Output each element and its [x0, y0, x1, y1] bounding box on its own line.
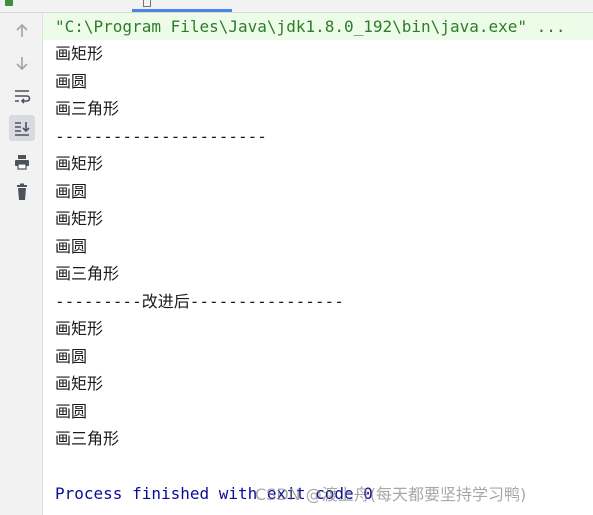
- exit-message: Process finished with exit code 0: [55, 484, 373, 503]
- arrow-down-icon[interactable]: [9, 50, 35, 76]
- output-line: 画圆: [55, 402, 88, 421]
- output-line: 画矩形: [55, 319, 104, 338]
- console-output[interactable]: "C:\Program Files\Java\jdk1.8.0_192\bin\…: [43, 13, 593, 515]
- trash-icon[interactable]: [9, 179, 35, 205]
- output-line: 画三角形: [55, 429, 120, 448]
- output-line: 画圆: [55, 347, 88, 366]
- watermark: CSDN @渡上舟(每天都要坚持学习鸭): [255, 485, 527, 504]
- output-line: 画圆: [55, 72, 88, 91]
- console-toolbar: [0, 13, 43, 515]
- output-line: 画矩形: [55, 154, 104, 173]
- output-line: 画圆: [55, 182, 88, 201]
- run-tab-bar: [0, 0, 593, 13]
- active-tab-indicator: [132, 9, 232, 12]
- output-line: 画三角形: [55, 264, 120, 283]
- soft-wrap-icon[interactable]: [9, 83, 35, 109]
- output-line: 画三角形: [55, 99, 120, 118]
- output-line: 画圆: [55, 237, 88, 256]
- output-line: 画矩形: [55, 209, 104, 228]
- print-icon[interactable]: [9, 149, 35, 175]
- tab-test[interactable]: [142, 0, 152, 10]
- output-line: ---------改进后----------------: [55, 292, 344, 311]
- command-line: "C:\Program Files\Java\jdk1.8.0_192\bin\…: [43, 13, 593, 40]
- output-line: 画矩形: [55, 44, 104, 63]
- output-line: ----------------------: [55, 127, 267, 146]
- run-config-icon: [4, 0, 14, 7]
- tab-main[interactable]: [4, 0, 14, 10]
- file-icon: [142, 0, 152, 7]
- scroll-to-end-icon[interactable]: [9, 115, 35, 141]
- arrow-up-icon[interactable]: [9, 18, 35, 44]
- output-line: 画矩形: [55, 374, 104, 393]
